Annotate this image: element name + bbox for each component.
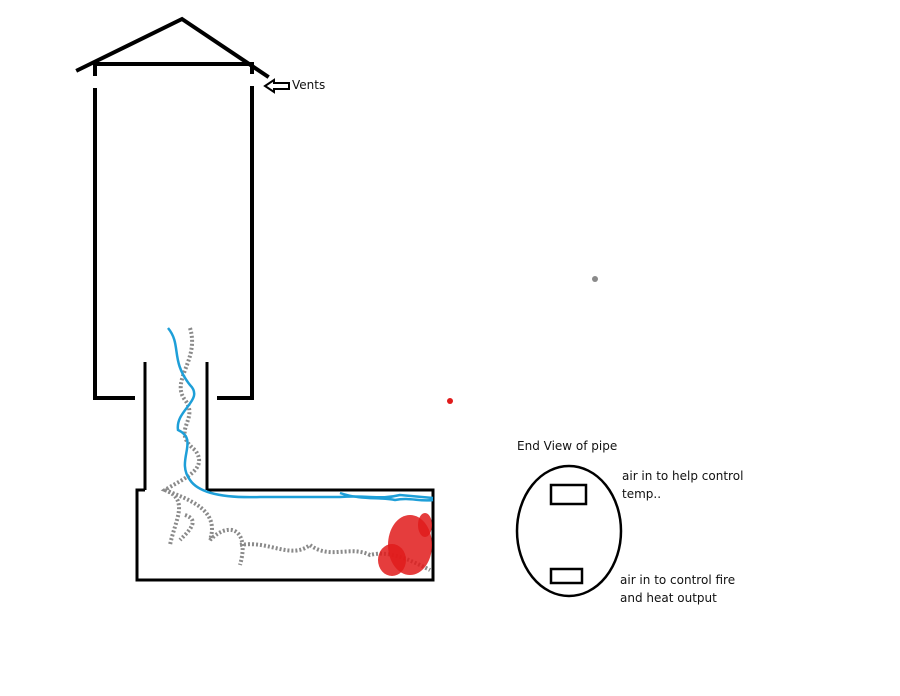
top-inlet-label-2: temp..: [622, 487, 662, 501]
pipe-end-view: [515, 464, 623, 598]
fire: [378, 398, 453, 576]
roof: [75, 16, 270, 79]
bottom-inlet-label-1: air in to control fire: [620, 573, 736, 587]
airflow-line: [167, 327, 434, 502]
firebox: [135, 488, 435, 582]
smoke-trail: [160, 327, 431, 572]
stray-dot: [592, 276, 598, 282]
bottom-air-inlet: [549, 567, 584, 585]
pipe-end-circle: [515, 464, 623, 598]
stove-pipe: [135, 362, 435, 582]
top-air-inlet: [549, 483, 588, 506]
end-view-label: End View of pipe: [517, 439, 618, 453]
bottom-inlet-label-2: and heat output: [620, 591, 717, 605]
top-inlet-label-1: air in to help control: [622, 469, 744, 483]
vents-label: Vents: [292, 78, 326, 92]
building-outline: [75, 16, 270, 400]
vents-arrow-icon: [263, 78, 290, 94]
